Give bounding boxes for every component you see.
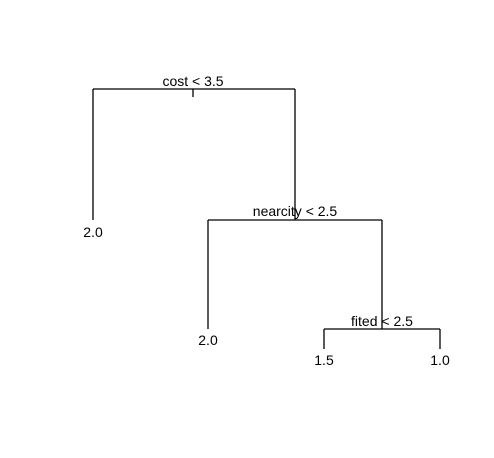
- root-split-node: cost < 3.5: [92, 73, 296, 220]
- nearcity-split-label: nearcity < 2.5: [253, 203, 338, 219]
- root-split-label: cost < 3.5: [162, 73, 223, 89]
- leaf-root-left-value: 2.0: [83, 224, 103, 240]
- fited-split-node: fited < 2.5: [323, 313, 441, 349]
- leaf-nearcity-left-value: 2.0: [198, 332, 218, 348]
- leaf-fited-right-value: 1.0: [430, 352, 450, 368]
- nearcity-split-node: nearcity < 2.5: [207, 203, 383, 329]
- leaf-fited-left-value: 1.5: [314, 352, 334, 368]
- fited-split-label: fited < 2.5: [351, 313, 413, 329]
